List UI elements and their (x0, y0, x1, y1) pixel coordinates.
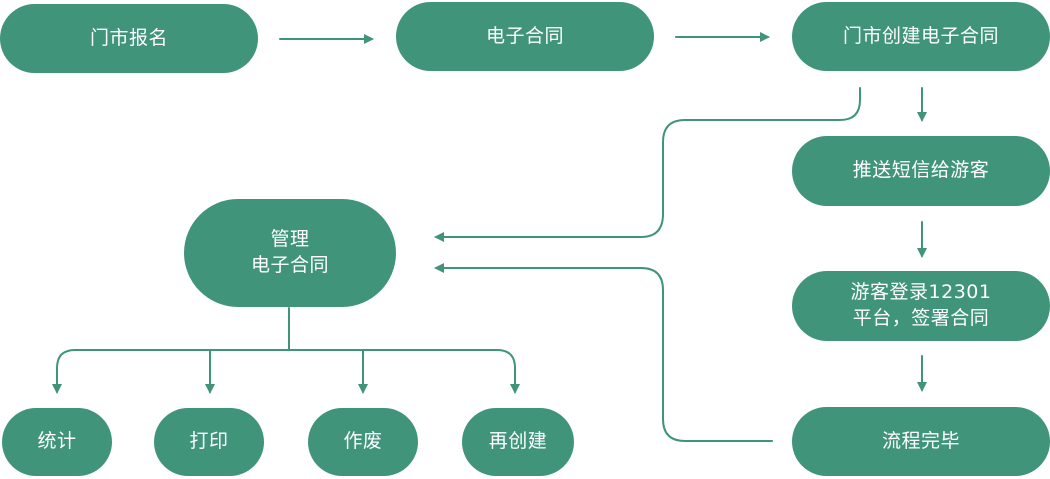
node-stats-label: 统计 (37, 430, 77, 453)
node-complete-label: 流程完毕 (881, 429, 960, 452)
node-manage-line2: 电子合同 (250, 254, 329, 276)
node-void[interactable]: 作废 (308, 408, 418, 476)
node-push-sms[interactable]: 推送短信给游客 (792, 136, 1050, 206)
node-recreate-label: 再创建 (488, 430, 548, 453)
node-void-label: 作废 (343, 430, 383, 453)
arrow-complete-to-manage (434, 263, 773, 442)
tree-left-branch (52, 349, 290, 394)
tree-right-branch (288, 349, 520, 394)
node-create-contract-label: 门市创建电子合同 (842, 24, 999, 47)
node-create-contract[interactable]: 门市创建电子合同 (792, 2, 1050, 71)
node-print[interactable]: 打印 (154, 408, 264, 476)
arrow-create-to-manage (434, 87, 861, 242)
node-push-sms-label: 推送短信给游客 (852, 159, 990, 182)
node-complete[interactable]: 流程完毕 (792, 407, 1050, 476)
node-stats[interactable]: 统计 (2, 408, 112, 476)
node-recreate[interactable]: 再创建 (462, 408, 574, 476)
node-manage-contract[interactable]: 管理 电子合同 (184, 199, 396, 307)
node-register[interactable]: 门市报名 (0, 4, 258, 73)
node-manage-line1: 管理 (270, 228, 310, 251)
node-e-contract-label: 电子合同 (485, 24, 564, 47)
node-login-sign-line2: 平台，签署合同 (852, 307, 990, 329)
node-e-contract[interactable]: 电子合同 (396, 2, 654, 71)
node-print-label: 打印 (189, 430, 229, 453)
node-login-sign-line1: 游客登录12301 (850, 281, 992, 304)
node-register-label: 门市报名 (89, 26, 168, 49)
node-login-sign[interactable]: 游客登录12301 平台，签署合同 (792, 271, 1050, 341)
